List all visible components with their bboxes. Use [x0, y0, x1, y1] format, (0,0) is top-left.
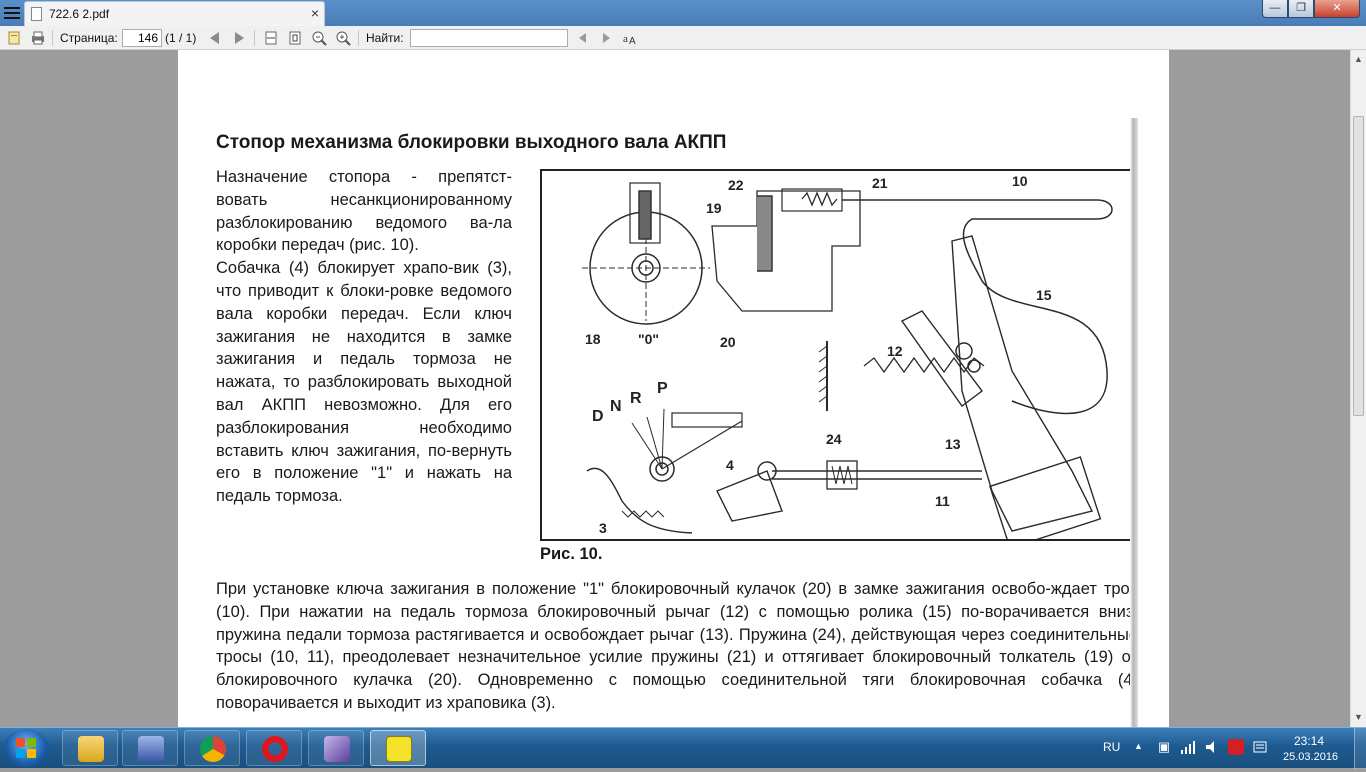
side-paragraph: Назначение стопора - препятст-вовать нес…	[216, 168, 512, 255]
clock-time[interactable]: 23:14	[1293, 734, 1325, 748]
find-next-icon[interactable]	[598, 30, 614, 46]
scroll-up-icon[interactable]: ▲	[1354, 54, 1363, 64]
figure-label: N	[610, 398, 622, 415]
fit-page-icon[interactable]	[287, 30, 303, 46]
archive-icon	[138, 736, 164, 762]
tray-expand-icon[interactable]: ▲	[1134, 741, 1143, 751]
figure-label: 3	[599, 520, 607, 536]
scroll-down-icon[interactable]: ▼	[1354, 712, 1363, 722]
figure-label: 20	[720, 334, 736, 350]
figure-label: 4	[726, 457, 734, 473]
figure-label: 13	[945, 436, 961, 452]
taskbar: RU ▲ ▣ 23:14 25.03.2016	[0, 727, 1366, 769]
find-input[interactable]	[410, 29, 568, 47]
figure-label: 19	[706, 200, 722, 216]
network-icon[interactable]	[1180, 739, 1196, 755]
clock-date[interactable]: 25.03.2016	[1283, 751, 1339, 763]
svg-text:A: A	[629, 36, 636, 46]
toolbar: Страница: (1 / 1) Найти: aA	[0, 26, 1366, 50]
taskbar-media-player[interactable]	[308, 730, 364, 766]
opera-icon	[262, 736, 288, 762]
tab-close-icon[interactable]: ×	[310, 5, 319, 21]
taskbar-explorer[interactable]	[62, 730, 118, 766]
pdf-reader-icon	[386, 736, 412, 762]
removable-device-icon[interactable]: ▣	[1157, 739, 1171, 754]
print-icon[interactable]	[30, 30, 46, 46]
scroll-thumb[interactable]	[1353, 116, 1364, 416]
document-tab[interactable]: 722.6 2.pdf ×	[24, 1, 325, 26]
toolbar-separator	[254, 30, 255, 46]
find-label: Найти:	[366, 31, 404, 45]
scan-page-edge	[1130, 118, 1138, 727]
figure-label: P	[657, 380, 668, 397]
menu-icon[interactable]	[4, 4, 20, 22]
open-icon[interactable]	[6, 30, 22, 46]
figure-label: 11	[935, 493, 950, 509]
figure-label: 22	[728, 177, 744, 193]
maximize-button[interactable]: ❐	[1288, 0, 1314, 18]
start-button[interactable]	[4, 729, 48, 767]
zoom-out-icon[interactable]	[311, 30, 327, 46]
figure-label: 24	[826, 431, 842, 447]
taskbar-chrome[interactable]	[184, 730, 240, 766]
page-count: (1 / 1)	[165, 31, 197, 45]
minimize-button[interactable]: —	[1262, 0, 1288, 18]
media-player-icon	[324, 736, 350, 762]
vertical-scrollbar[interactable]: ▲ ▼	[1350, 50, 1366, 727]
zoom-in-icon[interactable]	[335, 30, 351, 46]
document-viewer[interactable]: Стопор механизма блокировки выходного ва…	[0, 50, 1350, 727]
explorer-icon	[78, 736, 104, 762]
pdf-file-icon	[31, 7, 42, 21]
figure-diagram: 22 21 10 19 15 12 18 "0" 20 D N R P 24 1…	[540, 169, 1137, 541]
close-button[interactable]: ✕	[1314, 0, 1360, 18]
taskbar-pdf-reader[interactable]	[370, 730, 426, 766]
prev-page-icon[interactable]	[207, 30, 223, 46]
title-bar: 722.6 2.pdf × — ❐ ✕	[0, 0, 1366, 26]
toolbar-separator	[358, 30, 359, 46]
chrome-icon	[200, 736, 226, 762]
find-prev-icon[interactable]	[575, 30, 591, 46]
taskbar-archive[interactable]	[122, 730, 178, 766]
volume-icon[interactable]	[1204, 739, 1220, 755]
svg-text:a: a	[623, 33, 628, 45]
page-label: Страница:	[60, 31, 118, 45]
toolbar-separator	[52, 30, 53, 46]
fit-width-icon[interactable]	[263, 30, 279, 46]
figure-label: 10	[1012, 173, 1028, 189]
tab-title: 722.6 2.pdf	[49, 7, 110, 21]
pdf-page: Стопор механизма блокировки выходного ва…	[178, 50, 1169, 727]
figure-label: 21	[872, 175, 888, 191]
show-desktop-button[interactable]	[1354, 728, 1366, 769]
figure-caption: Рис. 10.	[540, 545, 603, 563]
action-center-icon[interactable]	[1252, 739, 1268, 755]
page-heading: Стопор механизма блокировки выходного ва…	[216, 132, 727, 153]
next-page-icon[interactable]	[231, 30, 247, 46]
figure-label: D	[592, 408, 604, 425]
page-number-input[interactable]	[122, 29, 162, 47]
side-text: Назначение стопора - препятст-вовать нес…	[216, 166, 512, 508]
figure-label: 12	[887, 343, 903, 359]
antivirus-icon[interactable]	[1228, 739, 1244, 755]
body-paragraph: При установке ключа зажигания в положени…	[216, 580, 1138, 712]
figure-label: 15	[1036, 287, 1052, 303]
language-indicator[interactable]: RU	[1103, 740, 1121, 754]
side-paragraph: Собачка (4) блокирует храпо-вик (3), что…	[216, 259, 512, 506]
taskbar-opera[interactable]	[246, 730, 302, 766]
figure-label: 18	[585, 331, 601, 347]
figure-label: R	[630, 390, 642, 407]
figure-label: "0"	[638, 331, 659, 347]
